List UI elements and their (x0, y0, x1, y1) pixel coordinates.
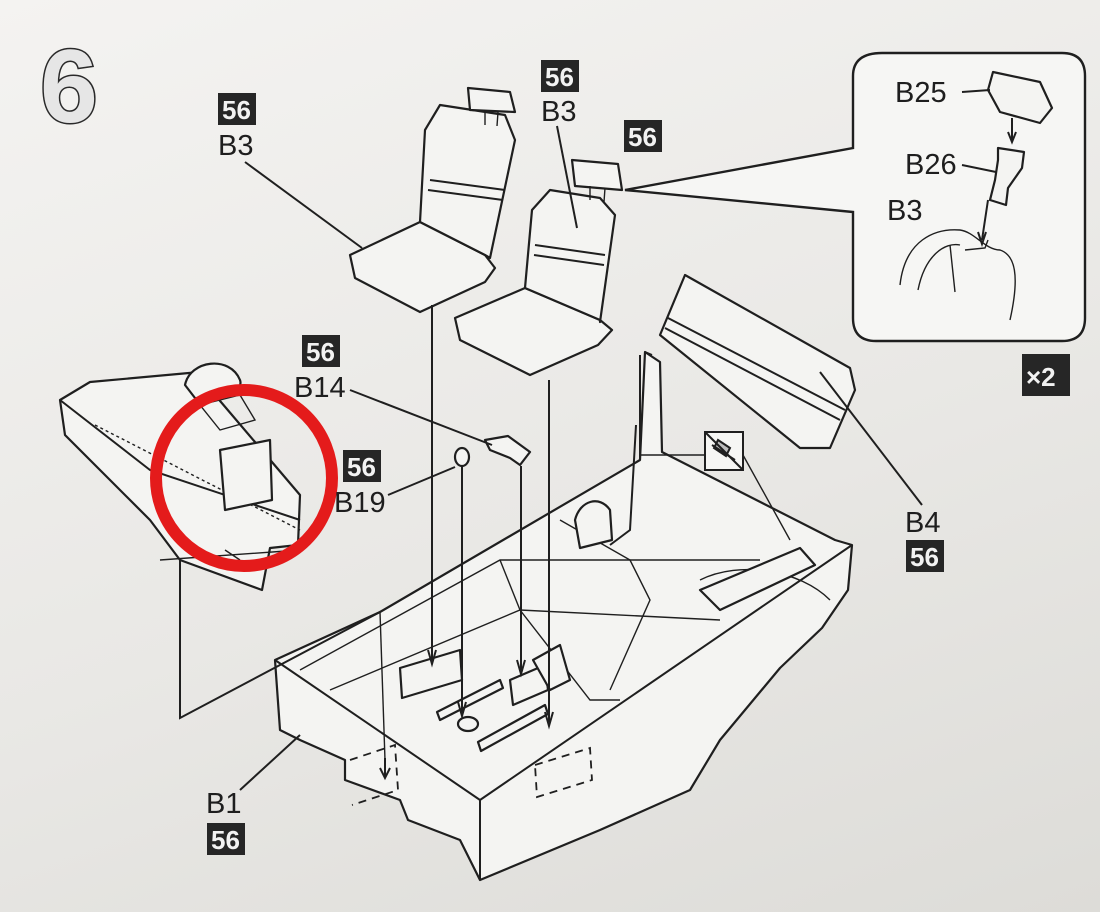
label-b4: B4 (905, 507, 940, 539)
quantity-badge: ×2 (1022, 354, 1070, 396)
pointer-b4 (819, 371, 923, 506)
leader-b14 (516, 466, 526, 678)
svg-text:56: 56 (306, 337, 335, 367)
badge-b4: 56 (906, 540, 944, 572)
badge-b14: 56 (302, 335, 340, 367)
badge-b3-right: 56 (541, 60, 579, 92)
label-b26: B26 (905, 149, 957, 181)
pointer-b14 (349, 389, 493, 446)
seat-b3-left (348, 86, 517, 314)
seat-b3-right (453, 158, 624, 377)
rear-seat-b4 (658, 273, 857, 612)
label-b25: B25 (895, 77, 947, 109)
svg-text:56: 56 (545, 62, 574, 92)
headrest-detail-callout (624, 51, 1087, 343)
pointer-b3-left (244, 161, 363, 249)
badge-headrest: 56 (624, 120, 662, 152)
label-b3-right: B3 (541, 96, 576, 128)
label-b1: B1 (206, 788, 241, 820)
label-b14: B14 (294, 372, 346, 404)
leader-seat-left (427, 305, 437, 668)
badge-b3-left: 56 (218, 93, 256, 125)
gear-lever-b19 (453, 446, 471, 500)
highlight-circle (150, 384, 338, 572)
leader-b4-left (639, 351, 653, 460)
glue-cement-icon (640, 431, 791, 541)
leader-dashboard (179, 560, 381, 720)
leader-b19 (457, 500, 467, 720)
handbrake-b14 (483, 434, 532, 467)
pointer-b1 (239, 734, 301, 791)
label-b3-left: B3 (218, 130, 253, 162)
label-b19: B19 (334, 487, 386, 519)
floor-pan-b1 (273, 350, 854, 882)
svg-text:56: 56 (211, 825, 240, 855)
pointer-b3-right (556, 125, 578, 229)
svg-text:56: 56 (910, 542, 939, 572)
svg-text:×2: ×2 (1026, 362, 1056, 392)
badge-b1: 56 (207, 823, 245, 855)
svg-text:56: 56 (347, 452, 376, 482)
step-number: 6 (40, 29, 98, 145)
leader-seat-right (544, 380, 554, 730)
label-b3-detail: B3 (887, 195, 922, 227)
leader-rear-tab (609, 424, 637, 546)
pointer-b19 (387, 466, 456, 496)
svg-text:56: 56 (222, 95, 251, 125)
svg-text:56: 56 (628, 122, 657, 152)
badge-b19: 56 (343, 450, 381, 482)
